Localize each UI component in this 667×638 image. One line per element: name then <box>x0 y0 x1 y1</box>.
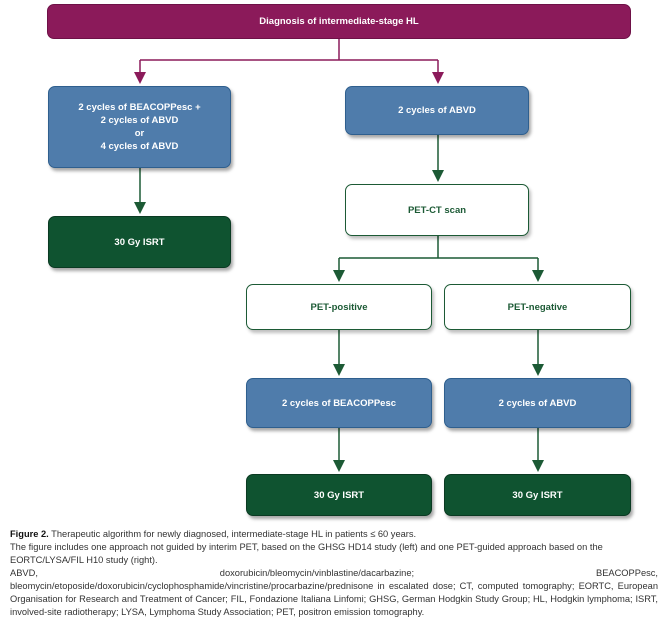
diagnosis-label: Diagnosis of intermediate-stage HL <box>259 16 419 27</box>
figure-caption: Figure 2. Therapeutic algorithm for newl… <box>10 528 658 619</box>
neg-isrt-label: 30 Gy ISRT <box>512 489 563 501</box>
caption-abbreviations: ABVD, doxorubicin/bleomycin/vinblastine/… <box>10 568 658 617</box>
left-chemo-line-1: 2 cycles of BEACOPPesc + <box>78 102 201 113</box>
left-chemo-box: 2 cycles of BEACOPPesc + 2 cycles of ABV… <box>48 86 231 168</box>
right-abvd-label: 2 cycles of ABVD <box>398 105 476 116</box>
pet-negative-label: PET-negative <box>507 301 568 313</box>
left-chemo-line-4: 4 cycles of ABVD <box>100 141 179 152</box>
pos-chemo-label: 2 cycles of BEACOPPesc <box>281 397 397 409</box>
left-isrt-label: 30 Gy ISRT <box>114 236 165 248</box>
caption-title: Therapeutic algorithm for newly diagnose… <box>51 529 417 539</box>
diagnosis-box: Diagnosis of intermediate-stage HL <box>47 4 631 39</box>
neg-chemo-label: 2 cycles of ABVD <box>498 397 577 409</box>
left-chemo-line-2: 2 cycles of ABVD <box>100 115 179 126</box>
pet-negative-box: PET-negative <box>444 284 631 330</box>
pos-chemo-box: 2 cycles of BEACOPPesc <box>246 378 432 428</box>
pos-isrt-label: 30 Gy ISRT <box>313 489 365 501</box>
left-isrt-box: 30 Gy ISRT <box>48 216 231 268</box>
neg-isrt-box: 30 Gy ISRT <box>444 474 631 516</box>
right-abvd-box: 2 cycles of ABVD <box>345 86 529 135</box>
pet-positive-box: PET-positive <box>246 284 432 330</box>
caption-label: Figure 2. <box>10 529 49 539</box>
connector-lines <box>134 39 544 472</box>
caption-description: The figure includes one approach not gui… <box>10 542 603 565</box>
neg-chemo-box: 2 cycles of ABVD <box>444 378 631 428</box>
pet-positive-label: PET-positive <box>310 301 368 313</box>
petct-label: PET-CT scan <box>407 204 467 216</box>
left-chemo-line-3: or <box>134 128 145 139</box>
caption-title-line: Figure 2. Therapeutic algorithm for newl… <box>10 528 658 541</box>
petct-box: PET-CT scan <box>345 184 529 236</box>
pos-isrt-box: 30 Gy ISRT <box>246 474 432 516</box>
